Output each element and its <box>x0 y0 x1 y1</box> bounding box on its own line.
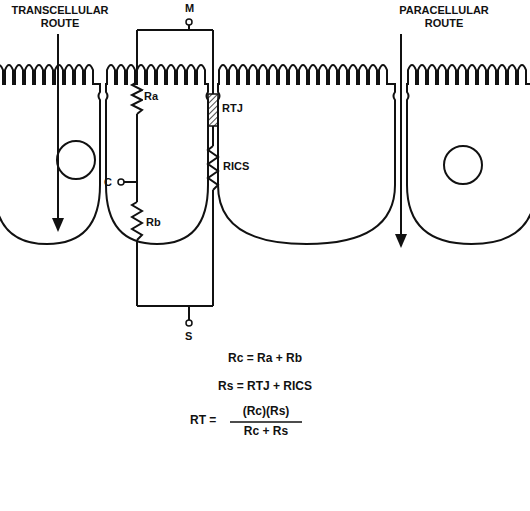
circuit-label: Ra <box>143 90 159 103</box>
equation-text: (Rc)(Rs) <box>216 405 316 419</box>
circuit-label: C <box>104 176 112 189</box>
circuit-label: RTJ <box>221 102 244 115</box>
wire <box>212 190 214 306</box>
resistor-symbol <box>132 82 142 114</box>
circuit <box>124 25 218 320</box>
epithelial-cell <box>407 65 530 244</box>
route-label: PARACELLULAR ROUTE <box>392 4 496 29</box>
nucleus <box>57 141 95 179</box>
terminal <box>118 179 124 185</box>
tight-junction-resistor <box>208 94 218 126</box>
wire <box>137 29 213 31</box>
equation-text: RT = <box>190 414 216 428</box>
circuit-label: M <box>185 2 194 15</box>
circuit-label: S <box>185 330 192 343</box>
epithelial-cell <box>0 65 100 244</box>
arrow-head <box>52 218 64 232</box>
wire <box>212 30 214 94</box>
circuit-label: RICS <box>222 160 250 173</box>
resistor-symbol <box>208 146 218 190</box>
terminal <box>186 320 192 326</box>
arrow-head <box>395 234 407 248</box>
equation-text: Rs = RTJ + RICS <box>140 380 390 394</box>
terminal <box>186 19 192 25</box>
wire <box>136 114 138 202</box>
epithelial-cell <box>218 65 395 244</box>
fraction-bar <box>230 421 302 423</box>
wire <box>136 30 138 82</box>
circuit-label: Rb <box>145 216 162 229</box>
equation-text: Rc + Rs <box>216 425 316 439</box>
epithelial-cell <box>106 65 208 244</box>
resistor-symbol <box>132 202 142 240</box>
wire <box>136 240 138 306</box>
wire <box>188 306 190 320</box>
route-arrow <box>400 34 402 238</box>
route-arrow <box>57 34 59 222</box>
nucleus <box>444 146 482 184</box>
wire <box>137 305 213 307</box>
route-label: TRANSCELLULAR ROUTE <box>4 4 116 29</box>
cell-layer <box>0 65 530 244</box>
wire <box>212 126 214 146</box>
equation-text: Rc = Ra + Rb <box>140 352 390 366</box>
wire <box>124 181 137 183</box>
